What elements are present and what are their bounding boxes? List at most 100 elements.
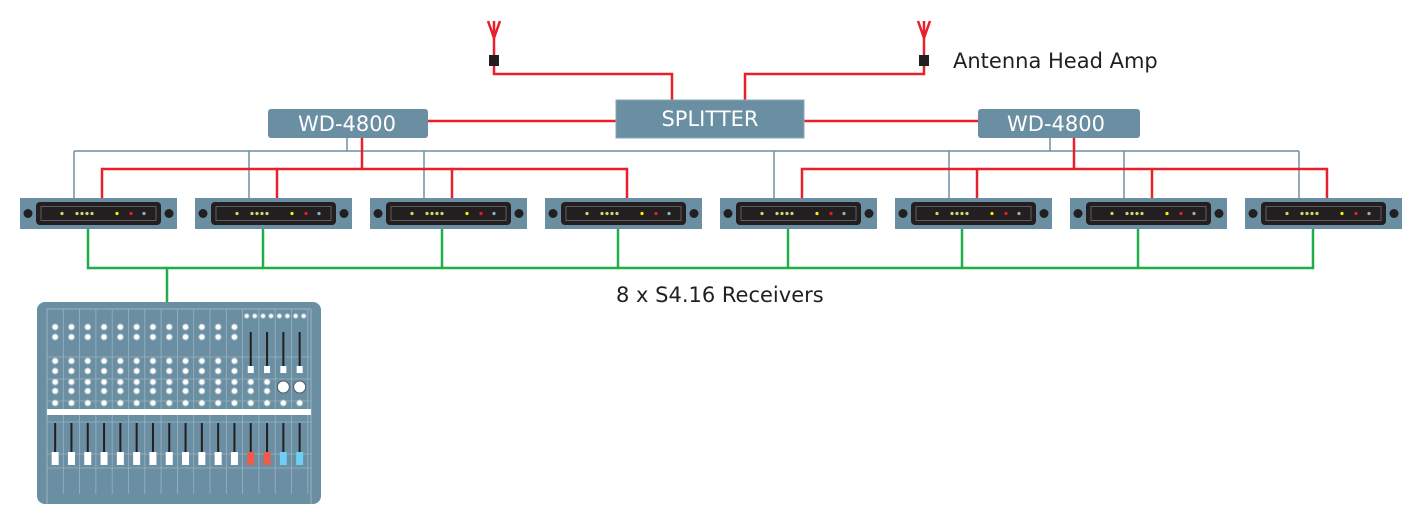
mixer-knob-icon (214, 378, 222, 386)
rack-screw-icon (689, 209, 699, 218)
led-green-icon (1305, 211, 1309, 216)
receiver-front-panel (386, 202, 511, 225)
receiver-front-panel (1086, 202, 1211, 225)
mixer-knob-icon (149, 367, 157, 375)
mixer-knob-icon (214, 367, 222, 375)
led-green-icon (235, 211, 239, 216)
mixer-master-fader-cap (280, 366, 287, 373)
rack-screw-icon (1248, 209, 1258, 218)
mixer-knob-icon (214, 323, 222, 331)
mixer-fader-cap (198, 452, 206, 465)
receiver-display (915, 206, 1032, 221)
mixer-knob-icon (292, 313, 299, 319)
receiver-7 (1070, 198, 1227, 229)
wd-4800-left: WD-4800 (268, 109, 428, 138)
antenna-left (486, 20, 502, 66)
mixer-knob-icon (100, 367, 108, 375)
receiver-front-panel (911, 202, 1036, 225)
mixer-knob-icon (100, 399, 108, 407)
mixer-master-fader-cap (247, 366, 254, 373)
rf-cables (100, 40, 1329, 198)
mixer-knob-icon (133, 333, 141, 341)
led-green-icon (425, 211, 429, 216)
mixer-fader-cap-red (263, 452, 271, 465)
splitter-label: SPLITTER (661, 107, 758, 131)
wd-4800-left-label: WD-4800 (298, 112, 396, 136)
mixer-fader-track (70, 423, 73, 458)
receiver-3 (370, 198, 527, 229)
mixer-knob-icon (84, 378, 92, 386)
receiver-front-panel (561, 202, 686, 225)
mixer-knob-icon (247, 378, 255, 386)
mixer-knob-icon (165, 399, 173, 407)
receiver-display (565, 206, 682, 221)
led-blue-icon (667, 211, 671, 216)
antenna-icon (486, 20, 502, 40)
mixer-knob-icon (100, 387, 108, 395)
mixer-fader-cap-red (247, 452, 255, 465)
wd-4800-right-box (978, 109, 1140, 138)
mixer-knob-icon (165, 378, 173, 386)
mixer-knob-icon (198, 357, 206, 365)
antenna-icon (916, 20, 932, 40)
rack-screw-icon (339, 209, 349, 218)
mixer-knob-icon (116, 399, 124, 407)
splitter: SPLITTER (615, 99, 805, 139)
mixer-fader-track (103, 423, 106, 458)
led-yellow-icon (815, 211, 819, 216)
mixer-knob-icon (133, 357, 141, 365)
mixer-knob-icon (100, 378, 108, 386)
mixer-knob-icon (51, 367, 59, 375)
mixer-knob-icon (67, 323, 75, 331)
mixer-knob-icon (67, 399, 75, 407)
mixer-label-strip (47, 409, 311, 415)
led-green-icon (780, 211, 784, 216)
rack-screw-icon (373, 209, 383, 218)
led-green-icon (950, 211, 954, 216)
receiver-front-panel (211, 202, 336, 225)
led-red-icon (304, 211, 308, 216)
mixer-knob-icon (100, 333, 108, 341)
mixer-knob-icon (67, 387, 75, 395)
led-green-icon (440, 211, 444, 216)
receiver-display (40, 206, 157, 221)
antennas (486, 20, 932, 66)
led-red-icon (129, 211, 133, 216)
receiver-6 (895, 198, 1052, 229)
mixer-knob-icon (67, 357, 75, 365)
led-green-icon (610, 211, 614, 216)
receivers-caption: 8 x S4.16 Receivers (616, 283, 824, 307)
led-green-icon (410, 211, 414, 216)
mixer-fader-cap (67, 452, 75, 465)
mixer-knob-icon (84, 333, 92, 341)
mixer-knob-icon (149, 333, 157, 341)
led-yellow-icon (115, 211, 119, 216)
led-yellow-icon (990, 211, 994, 216)
mixer-knob-icon (198, 367, 206, 375)
led-green-icon (60, 211, 64, 216)
mixer-knob-icon (268, 313, 274, 319)
led-green-icon (790, 211, 794, 216)
mixer-fader-track (217, 423, 220, 458)
receiver-2 (195, 198, 352, 229)
rack-screw-icon (1214, 209, 1224, 218)
mixer-knob-icon (247, 387, 255, 395)
mixer-fader-track (54, 423, 57, 458)
led-yellow-icon (290, 211, 294, 216)
mixer-knob-icon (198, 323, 206, 331)
mixer-master-fader-track (266, 332, 269, 370)
mixer-knob-icon (116, 378, 124, 386)
mixer-knob-icon (284, 313, 291, 319)
mixer-fader-cap (116, 452, 124, 465)
mixer-fader-track (135, 423, 138, 458)
mixer-knob-icon (51, 378, 59, 386)
led-green-icon (85, 211, 89, 216)
mixer-knob-icon (133, 378, 141, 386)
mixer-knob-icon (263, 387, 271, 395)
led-green-icon (1285, 211, 1289, 216)
led-green-icon (965, 211, 969, 216)
mixer-knob-icon (230, 378, 238, 386)
mixer-knob-icon (165, 333, 173, 341)
led-green-icon (1130, 211, 1134, 216)
